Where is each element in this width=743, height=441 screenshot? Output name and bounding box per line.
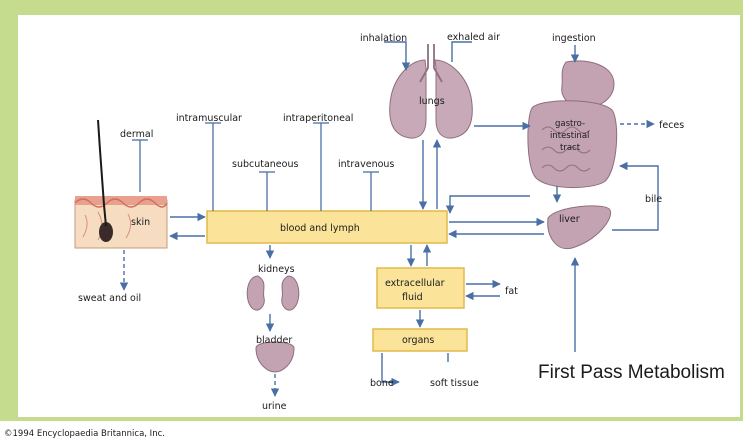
ingestion-label: ingestion (552, 33, 596, 44)
intraperitoneal-label: intraperitoneal (283, 113, 353, 124)
liver-label: liver (559, 214, 580, 225)
exhaled-air-label: exhaled air (447, 32, 500, 43)
gi-label-line1: gastro- (555, 119, 585, 129)
gi-label-line2: intestinal (550, 131, 589, 141)
soft-tissue-label: soft tissue (430, 378, 479, 389)
skin-label: skin (131, 217, 150, 228)
organs-label: organs (402, 335, 434, 346)
first-pass-metabolism-caption: First Pass Metabolism (538, 362, 725, 383)
ecf-label-line2: fluid (402, 292, 423, 303)
feces-label: feces (659, 120, 684, 131)
blood-lymph-label: blood and lymph (280, 223, 360, 234)
inhalation-label: inhalation (360, 33, 407, 44)
bone-label: bone (370, 378, 394, 389)
subcutaneous-label: subcutaneous (232, 159, 298, 170)
sweat-oil-label: sweat and oil (78, 293, 141, 304)
intramuscular-label: intramuscular (176, 113, 242, 124)
dermal-label: dermal (120, 129, 153, 140)
copyright-notice: ©1994 Encyclopaedia Britannica, Inc. (4, 429, 165, 439)
kidneys-label: kidneys (258, 264, 295, 275)
fat-label: fat (505, 286, 518, 297)
ecf-label-line1: extracellular (385, 278, 445, 289)
bladder-label: bladder (256, 335, 292, 346)
bile-label: bile (645, 194, 662, 205)
urine-label: urine (262, 401, 287, 412)
intravenous-label: intravenous (338, 159, 394, 170)
lungs-label: lungs (419, 96, 445, 107)
gi-label-line3: tract (560, 143, 581, 153)
